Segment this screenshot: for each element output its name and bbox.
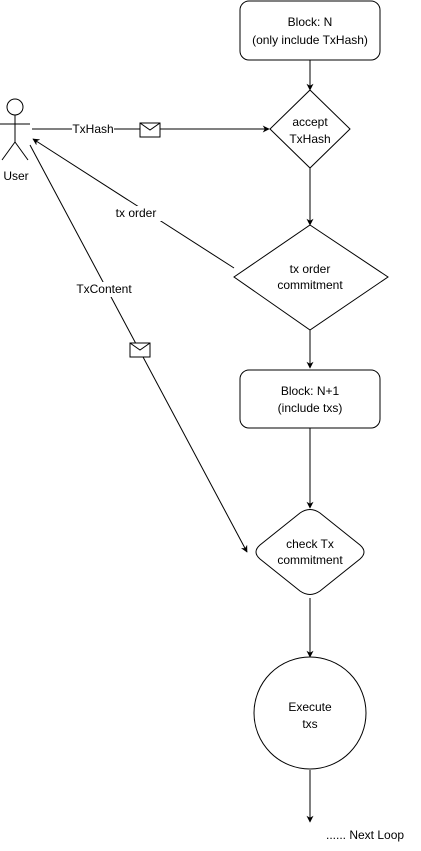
edge-tx-order	[32, 138, 235, 269]
node-execute-txs[interactable]: Execute txs	[253, 656, 367, 770]
node-tx-order-commitment-line-2: commitment	[277, 278, 343, 292]
node-block-n1-line-2: (include txs)	[278, 401, 343, 415]
node-block-n-line-1: Block: N	[288, 15, 333, 29]
node-tx-order-commitment-line-1: tx order	[290, 262, 331, 276]
node-accept-txhash[interactable]: accept TxHash	[269, 89, 351, 169]
node-execute-txs-line-2: txs	[302, 717, 317, 731]
node-block-n1[interactable]: Block: N+1 (include txs)	[239, 369, 381, 429]
node-block-n[interactable]: Block: N (only include TxHash)	[239, 0, 381, 61]
user-actor[interactable]: User	[0, 98, 30, 183]
node-execute-txs-line-1: Execute	[288, 700, 332, 714]
envelope-icon	[129, 342, 151, 358]
node-check-tx-commitment[interactable]: check Tx commitment	[255, 509, 365, 595]
node-tx-order-commitment[interactable]: tx order commitment	[233, 224, 389, 331]
node-block-n1-line-1: Block: N+1	[281, 384, 340, 398]
next-loop-label: ...... Next Loop	[326, 828, 404, 842]
edge-label-txhash: TxHash	[72, 122, 113, 136]
edge-label-txcontent: TxContent	[76, 282, 132, 296]
edge-label-tx-order: tx order	[116, 206, 157, 220]
user-stick-figure-icon	[0, 98, 30, 161]
user-label: User	[3, 169, 28, 183]
node-check-tx-commitment-line-2: commitment	[277, 553, 343, 567]
envelope-icon	[139, 122, 161, 138]
node-block-n-line-2: (only include TxHash)	[252, 33, 368, 47]
node-check-tx-commitment-line-1: check Tx	[286, 537, 334, 551]
node-accept-txhash-line-2: TxHash	[289, 132, 330, 146]
node-accept-txhash-line-1: accept	[292, 115, 328, 129]
